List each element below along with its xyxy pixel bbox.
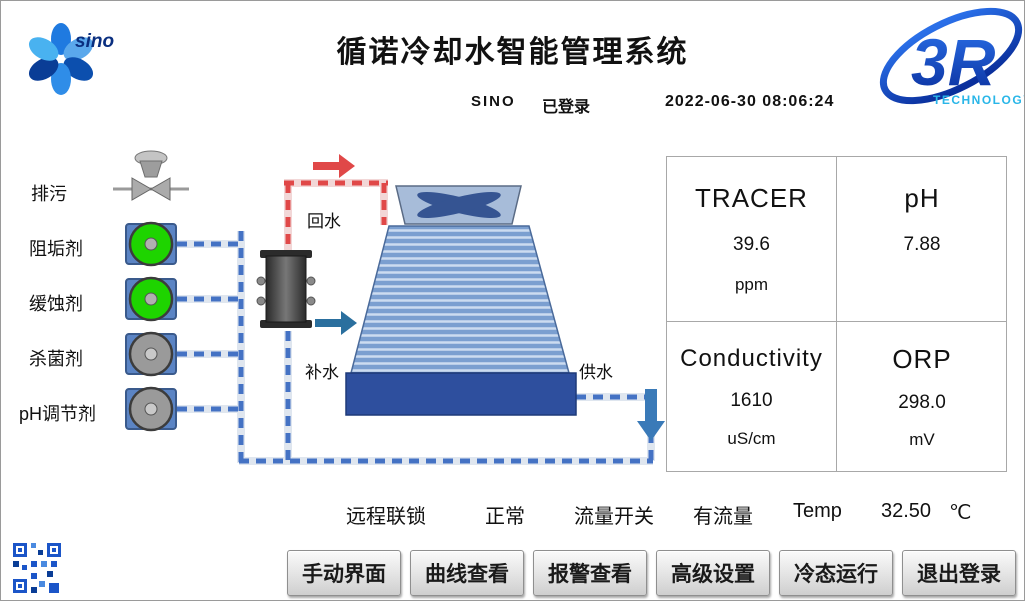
manual-screen-button[interactable]: 手动界面 (287, 550, 401, 596)
pump-ph-adjuster[interactable] (125, 386, 177, 432)
alarm-view-button[interactable]: 报警查看 (533, 550, 647, 596)
temp-unit: ℃ (949, 502, 972, 524)
reading-orp-value: 298.0 (898, 391, 946, 413)
pump-biocide[interactable] (125, 331, 177, 377)
curve-view-button[interactable]: 曲线查看 (410, 550, 524, 596)
cold-run-button[interactable]: 冷态运行 (779, 550, 893, 596)
reading-orp-name: ORP (892, 344, 952, 375)
flow-switch-value: 有流量 (693, 506, 753, 528)
scale-inhibitor-label: 阻垢剂 (29, 239, 83, 259)
reading-orp: ORP 298.0 mV (837, 322, 1007, 472)
sino-pinwheel-icon (28, 23, 94, 95)
3r-technology-logo: 3R TECHNOLOGY (879, 7, 1025, 107)
return-water-pipe (284, 179, 388, 253)
cooling-tower[interactable] (345, 185, 577, 416)
sino-logo: sino (28, 23, 114, 95)
makeup-flow-arrow-icon (315, 311, 357, 335)
reading-conductivity-unit: uS/cm (727, 429, 776, 448)
reading-conductivity-value: 1610 (730, 390, 773, 411)
logout-button[interactable]: 退出登录 (902, 550, 1016, 596)
interlock-value: 正常 (485, 506, 525, 528)
page-title: 循诺冷却水智能管理系统 (336, 36, 689, 69)
supply-flow-arrow-icon (637, 389, 665, 441)
return-water-label: 回水 (307, 212, 341, 231)
temp-label: Temp (793, 500, 842, 522)
readings-panel: TRACER 39.6 ppm pH 7.88 Conductivity 161… (666, 156, 1007, 472)
reading-tracer-name: TRACER (695, 182, 808, 213)
flow-switch-label: 流量开关 (574, 506, 654, 528)
corrosion-inhibitor-label: 缓蚀剂 (29, 294, 83, 314)
ph-adjuster-label: pH调节剂 (19, 404, 97, 424)
advanced-settings-button[interactable]: 高级设置 (656, 550, 770, 596)
reading-ph-value: 7.88 (903, 233, 941, 255)
qr-code-icon (13, 543, 61, 593)
reading-tracer-value: 39.6 (733, 233, 770, 255)
sino-logo-text: sino (75, 31, 114, 52)
blowdown-valve[interactable] (113, 150, 189, 201)
blowdown-label: 排污 (31, 184, 67, 204)
status-line: SINO 已登录 2022-06-30 08:06:24 (1, 93, 1024, 116)
fan-icon (417, 192, 501, 218)
process-diagram (113, 150, 665, 465)
3r-orbit-swoosh-icon (879, 7, 1023, 105)
reading-orp-unit: mV (909, 429, 935, 449)
pump-corrosion-inhibitor[interactable] (125, 276, 177, 322)
supply-water-label: 供水 (579, 363, 613, 382)
bottom-status-row: 远程联锁 正常 流量开关 有流量 Temp 32.50 ℃ (1, 500, 1024, 528)
return-flow-arrow-icon (313, 154, 355, 178)
interlock-label: 远程联锁 (346, 506, 426, 528)
pump-scale-inhibitor[interactable] (125, 221, 177, 267)
makeup-water-label: 补水 (305, 363, 339, 382)
temp-value: 32.50 (881, 500, 932, 522)
reading-ph-name: pH (904, 182, 940, 213)
reading-conductivity-name: Conductivity (680, 345, 823, 372)
3r-logo-text: 3R (911, 25, 996, 99)
reading-tracer: TRACER 39.6 ppm (667, 157, 837, 322)
dosing-pot[interactable] (256, 250, 316, 328)
button-bar: 手动界面 曲线查看 报警查看 高级设置 冷态运行 退出登录 (287, 550, 1016, 596)
3r-logo-subtext: TECHNOLOGY (933, 93, 1025, 107)
datetime: 2022-06-30 08:06:24 (665, 93, 835, 110)
login-status: 已登录 (542, 99, 591, 116)
reading-ph: pH 7.88 (837, 157, 1007, 322)
biocide-label: 杀菌剂 (29, 349, 83, 369)
reading-conductivity: Conductivity 1610 uS/cm (667, 322, 837, 472)
dosing-pipes (177, 231, 655, 465)
tower-basin (345, 372, 577, 416)
reading-tracer-unit: ppm (734, 275, 769, 295)
logged-in-user: SINO (471, 93, 516, 110)
